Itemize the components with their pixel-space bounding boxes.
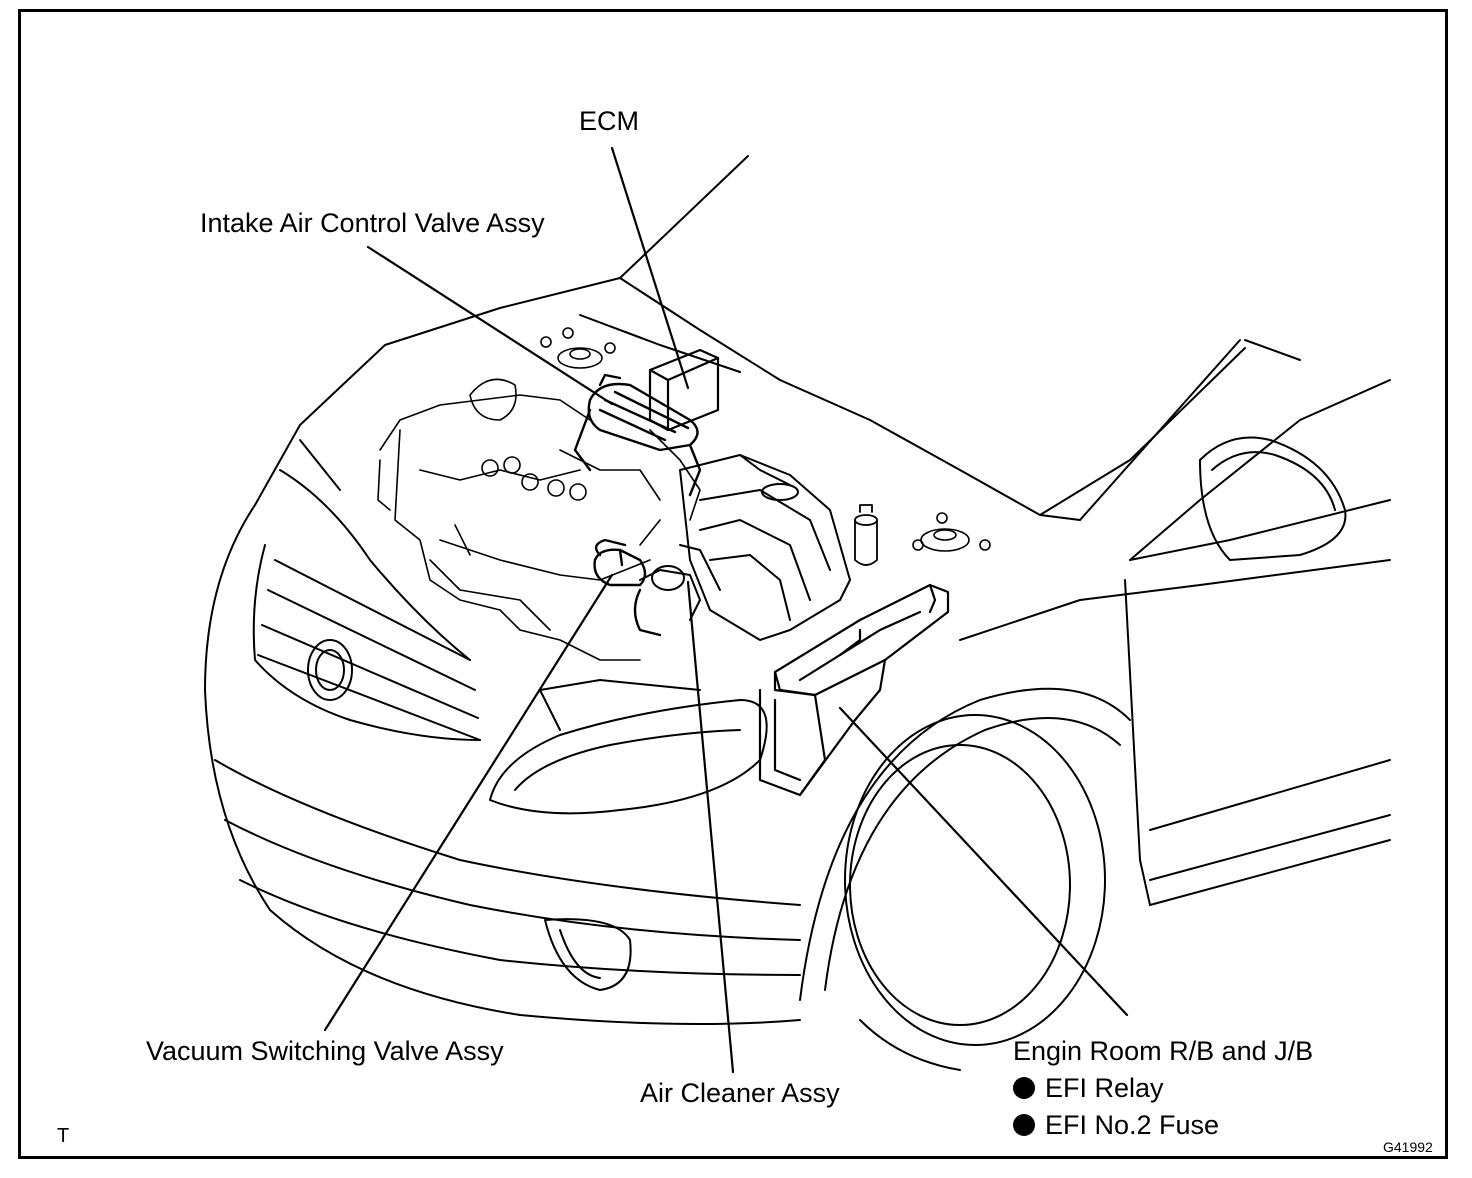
intake-plenum xyxy=(573,373,702,497)
engine-room-rb-jb-leader-line xyxy=(838,706,1129,1017)
vacuum-switching-valve-label: Vacuum Switching Valve Assy xyxy=(146,1036,504,1066)
vacuum-switching-valve-leader-line xyxy=(323,573,614,1032)
efi-relay-label: EFI Relay xyxy=(1045,1073,1164,1103)
ecm-leader-line xyxy=(610,146,690,390)
grille xyxy=(252,544,481,741)
engine-block xyxy=(377,378,701,661)
corner-mark: T xyxy=(57,1125,70,1147)
air-cleaner-label: Air Cleaner Assy xyxy=(640,1078,840,1108)
reservoir xyxy=(854,504,878,566)
intake-air-control-valve-leader-line xyxy=(366,245,614,406)
engine-room-relay-block xyxy=(758,583,950,797)
efi-no2-fuse-label: EFI No.2 Fuse xyxy=(1045,1110,1220,1140)
body-outline xyxy=(959,339,1391,906)
intake-air-control-valve-label: Intake Air Control Valve Assy xyxy=(200,208,545,238)
ecm-label: ECM xyxy=(579,106,639,136)
air-cleaner-leader-line xyxy=(686,580,735,1074)
ecm-box xyxy=(648,348,720,432)
efi-relay-item: EFI Relay xyxy=(1013,1075,1164,1102)
bullet-icon xyxy=(1013,1077,1035,1099)
leader-lines xyxy=(323,146,1129,1074)
engine-room-rb-jb-label: Engin Room R/B and J/B xyxy=(1013,1036,1314,1066)
vacuum-switching-valve xyxy=(593,538,662,637)
side-mirror xyxy=(1199,436,1347,561)
figure-code: G41992 xyxy=(1383,1139,1433,1155)
efi-no2-fuse-item: EFI No.2 Fuse xyxy=(1013,1112,1219,1139)
headlight xyxy=(489,679,768,815)
air-cleaner xyxy=(639,454,851,641)
diagram-frame xyxy=(18,9,1448,1159)
strut-towers xyxy=(540,327,991,552)
front-bumper xyxy=(204,439,801,1025)
front-wheel xyxy=(799,687,1131,1071)
bullet-icon xyxy=(1013,1114,1035,1136)
